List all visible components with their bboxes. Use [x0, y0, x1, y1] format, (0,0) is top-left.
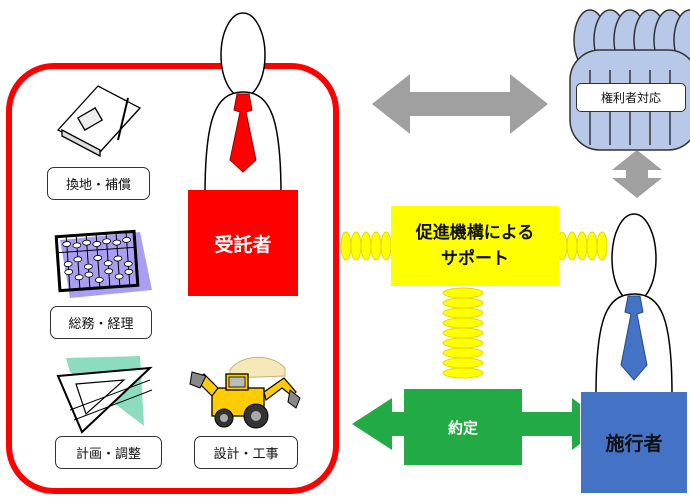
- yellow-wave-right: [556, 231, 608, 261]
- excavator-icon: [189, 356, 301, 429]
- triangle-ruler-icon: [56, 356, 153, 434]
- yellow-wave-down: [442, 287, 484, 379]
- label-sekkei: 設計・工事: [194, 436, 298, 469]
- crowd-icon: [569, 9, 690, 151]
- contractor-box: 受託者: [188, 190, 298, 296]
- operator-person-icon: [595, 213, 673, 396]
- yellow-wave-left: [340, 231, 392, 261]
- label-sekkei-text: 設計・工事: [213, 447, 279, 462]
- label-kanchi: 換地・補償: [47, 167, 150, 200]
- agreement-label: 約定: [447, 418, 478, 437]
- agreement-box: 約定: [404, 389, 522, 465]
- label-keikaku-text: 計画・調整: [75, 447, 141, 462]
- label-kenrisha-text: 権利者対応: [600, 91, 661, 105]
- contractor-group-frame: [6, 63, 339, 494]
- label-kanchi-text: 換地・補償: [65, 178, 131, 193]
- operator-label: 施行者: [605, 433, 663, 455]
- gray-double-arrow-horizontal: [372, 74, 548, 134]
- notebook-icon: [56, 85, 142, 158]
- support-label-line2: サポート: [441, 249, 509, 269]
- abacus-icon: [54, 229, 152, 298]
- support-box: 促進機構による サポート: [391, 206, 559, 286]
- gray-double-arrow-vertical: [612, 150, 662, 198]
- label-somu: 総務・経理: [50, 306, 152, 339]
- contractor-person-icon: [204, 12, 282, 196]
- label-keikaku: 計画・調整: [55, 436, 162, 469]
- contractor-label: 受託者: [214, 233, 272, 256]
- label-somu-text: 総務・経理: [68, 317, 134, 332]
- support-label-line1: 促進機構による: [415, 223, 535, 243]
- operator-box: 施行者: [581, 392, 687, 493]
- label-kenrisha: 権利者対応: [576, 83, 686, 112]
